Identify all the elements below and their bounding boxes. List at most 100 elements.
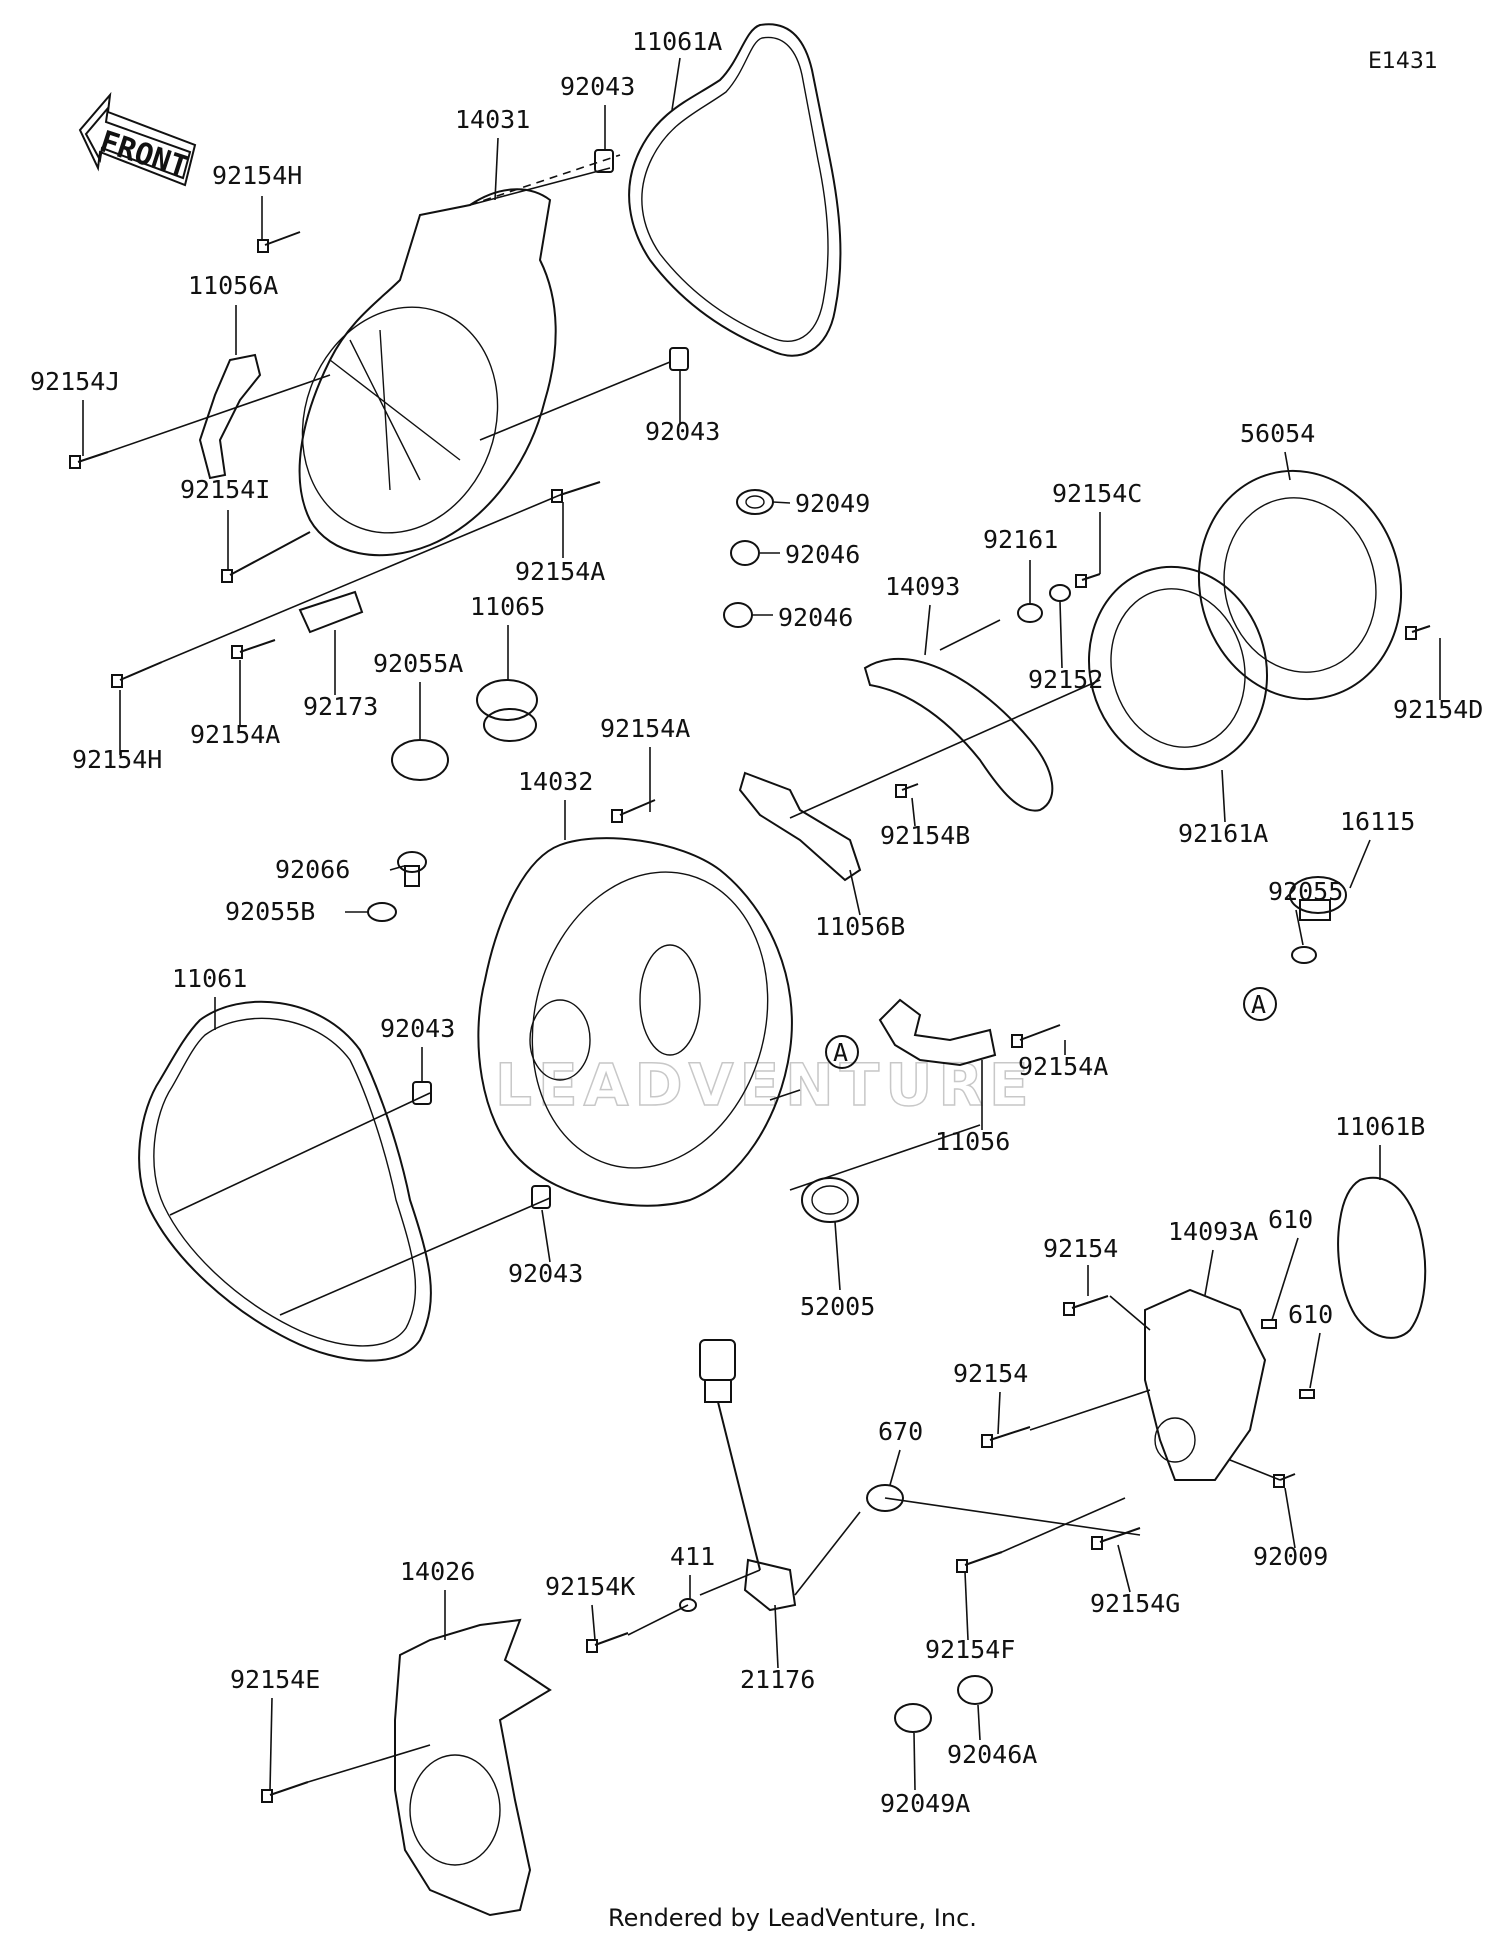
oring-670 <box>866 1484 904 1512</box>
part-label: 14031 <box>455 105 530 134</box>
bolt-92154k <box>586 1632 629 1653</box>
part-label: 92066 <box>275 855 350 884</box>
part-label: 92161A <box>1178 819 1268 848</box>
leader-lines <box>82 57 1441 1791</box>
part-label: 11056 <box>935 1127 1010 1156</box>
part-label: 92173 <box>303 692 378 721</box>
part-label: 92154G <box>1090 1589 1180 1618</box>
part-label: 11065 <box>470 592 545 621</box>
bolt-92154e <box>261 1781 309 1803</box>
part-label: 92043 <box>508 1259 583 1288</box>
bolt-92154a-d <box>1011 1024 1061 1048</box>
part-label: 92055B <box>225 897 315 926</box>
dowel-92043-mid <box>669 347 689 371</box>
generator-cover-14031 <box>298 154 621 557</box>
bolt-92154b <box>895 783 919 798</box>
bolt-92154-a <box>1063 1295 1109 1316</box>
plug-92066 <box>397 851 427 887</box>
gasket-92161a <box>1087 565 1269 771</box>
part-label: 92154J <box>30 367 120 396</box>
part-label: 92046 <box>778 603 853 632</box>
bolt-92154a-c <box>611 799 656 823</box>
bolt-92154a-a <box>551 481 601 503</box>
dowel-92043-top <box>594 149 614 173</box>
part-label: 92154B <box>880 821 970 850</box>
part-label: 92154A <box>190 720 280 749</box>
clutch-cover-14032 <box>477 837 793 1207</box>
oring-92055b <box>367 902 397 922</box>
bolt-92009 <box>1273 1473 1296 1488</box>
bolt-92154j <box>69 451 109 469</box>
pin-610-b <box>1299 1389 1315 1399</box>
part-label: 92043 <box>560 72 635 101</box>
gasket-11061a <box>628 23 842 357</box>
part-label: 11061 <box>172 964 247 993</box>
part-label: 92154H <box>212 161 302 190</box>
oring-92055a <box>391 739 449 781</box>
part-label: 14093 <box>885 572 960 601</box>
bearing-92046-a <box>730 540 760 566</box>
part-label: 92154E <box>230 1665 320 1694</box>
oring-92055 <box>1291 946 1317 964</box>
cap-16115 <box>1289 876 1347 921</box>
bracket-11056b <box>738 771 862 882</box>
figure-number: E1431 <box>1368 49 1438 74</box>
part-label: 92009 <box>1253 1542 1328 1571</box>
part-label: 11061B <box>1335 1112 1425 1141</box>
part-labels: 11061A 92043 14031 92154H 11056A 92154J … <box>30 27 1483 1818</box>
part-label: 92154 <box>953 1359 1028 1388</box>
seal-92049 <box>736 489 774 515</box>
part-label: 411 <box>670 1542 715 1571</box>
gasket-11061 <box>138 1000 432 1362</box>
bolt-92154f <box>956 1551 1003 1573</box>
part-label: 92154I <box>180 475 270 504</box>
part-label: 92049A <box>880 1789 970 1818</box>
plug-11065 <box>476 679 538 742</box>
bolt-92154-b <box>981 1426 1031 1448</box>
part-label: 14032 <box>518 767 593 796</box>
housing-14093a <box>1144 1288 1267 1481</box>
part-label: 52005 <box>800 1292 875 1321</box>
part-label: 21176 <box>740 1665 815 1694</box>
bearing-92046a <box>957 1675 993 1705</box>
part-label: 92043 <box>645 417 720 446</box>
part-label: 92154K <box>545 1572 635 1601</box>
callout-a-center-text: A <box>833 1038 848 1067</box>
part-label: 92152 <box>1028 665 1103 694</box>
guide-14093 <box>863 657 1054 812</box>
bolt-92154i <box>221 531 311 583</box>
plate-56054 <box>1197 469 1403 701</box>
bolt-92154h-top <box>257 231 301 253</box>
clip-92173 <box>298 590 364 634</box>
footer-credit: Rendered by LeadVenture, Inc. <box>608 1904 977 1932</box>
nut-92152 <box>1049 584 1071 602</box>
part-label: 92154A <box>600 714 690 743</box>
seal-92049a <box>894 1703 932 1733</box>
part-label: 92154D <box>1393 695 1483 724</box>
part-label: 16115 <box>1340 807 1415 836</box>
part-label: 670 <box>878 1417 923 1446</box>
watermark-text: LEADVENTURE <box>495 1051 1035 1119</box>
part-label: 92049 <box>795 489 870 518</box>
part-label: 11056A <box>188 271 278 300</box>
gasket-11061b <box>1337 1176 1427 1339</box>
bearing-92046-b <box>723 602 753 628</box>
callout-a-center: A <box>825 1035 859 1069</box>
bolt-92154c <box>1075 573 1101 588</box>
part-label: 92055 <box>1268 877 1343 906</box>
callout-a-right-text: A <box>1251 990 1266 1019</box>
dowel-92043-low <box>531 1185 551 1209</box>
washer-411 <box>679 1598 697 1612</box>
sensor-21176 <box>699 1339 797 1612</box>
pin-610-a <box>1261 1319 1277 1329</box>
cover-14026 <box>394 1618 552 1917</box>
bracket-11056 <box>878 998 997 1067</box>
part-label: 92154F <box>925 1635 1015 1664</box>
part-label: 92154H <box>72 745 162 774</box>
washer-92161 <box>1017 603 1043 623</box>
part-label: 92046A <box>947 1740 1037 1769</box>
part-label: 14026 <box>400 1557 475 1586</box>
bolt-92154h-low <box>111 661 163 688</box>
front-arrow-icon: FRONT <box>78 91 197 187</box>
